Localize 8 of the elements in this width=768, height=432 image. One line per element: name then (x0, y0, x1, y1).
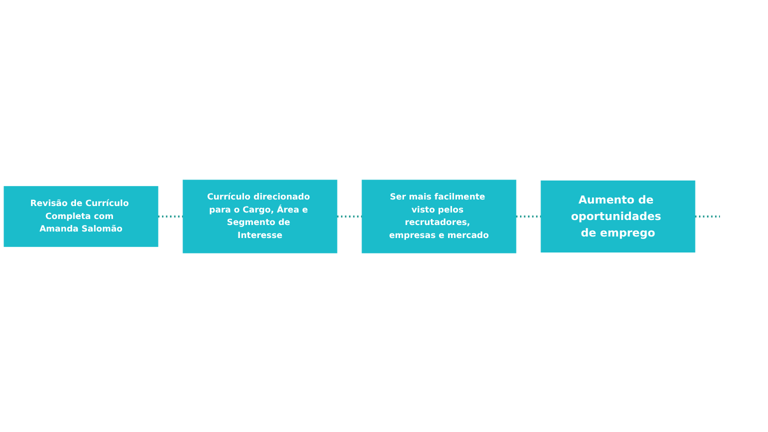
node-box: Aumento de oportunidades de emprego (540, 180, 696, 252)
connector (695, 215, 720, 217)
connector (158, 215, 183, 217)
node-box: Currículo direcionado para o Cargo, Área e Segmento de Interesse (182, 179, 338, 253)
connector (516, 215, 541, 217)
node-box: Revisão de Currículo Completa com Amanda Salomão (4, 186, 158, 246)
node-box: Ser mais facilmente visto pelos recrutadores, empresas e mercado (362, 179, 516, 253)
connector (337, 215, 362, 217)
